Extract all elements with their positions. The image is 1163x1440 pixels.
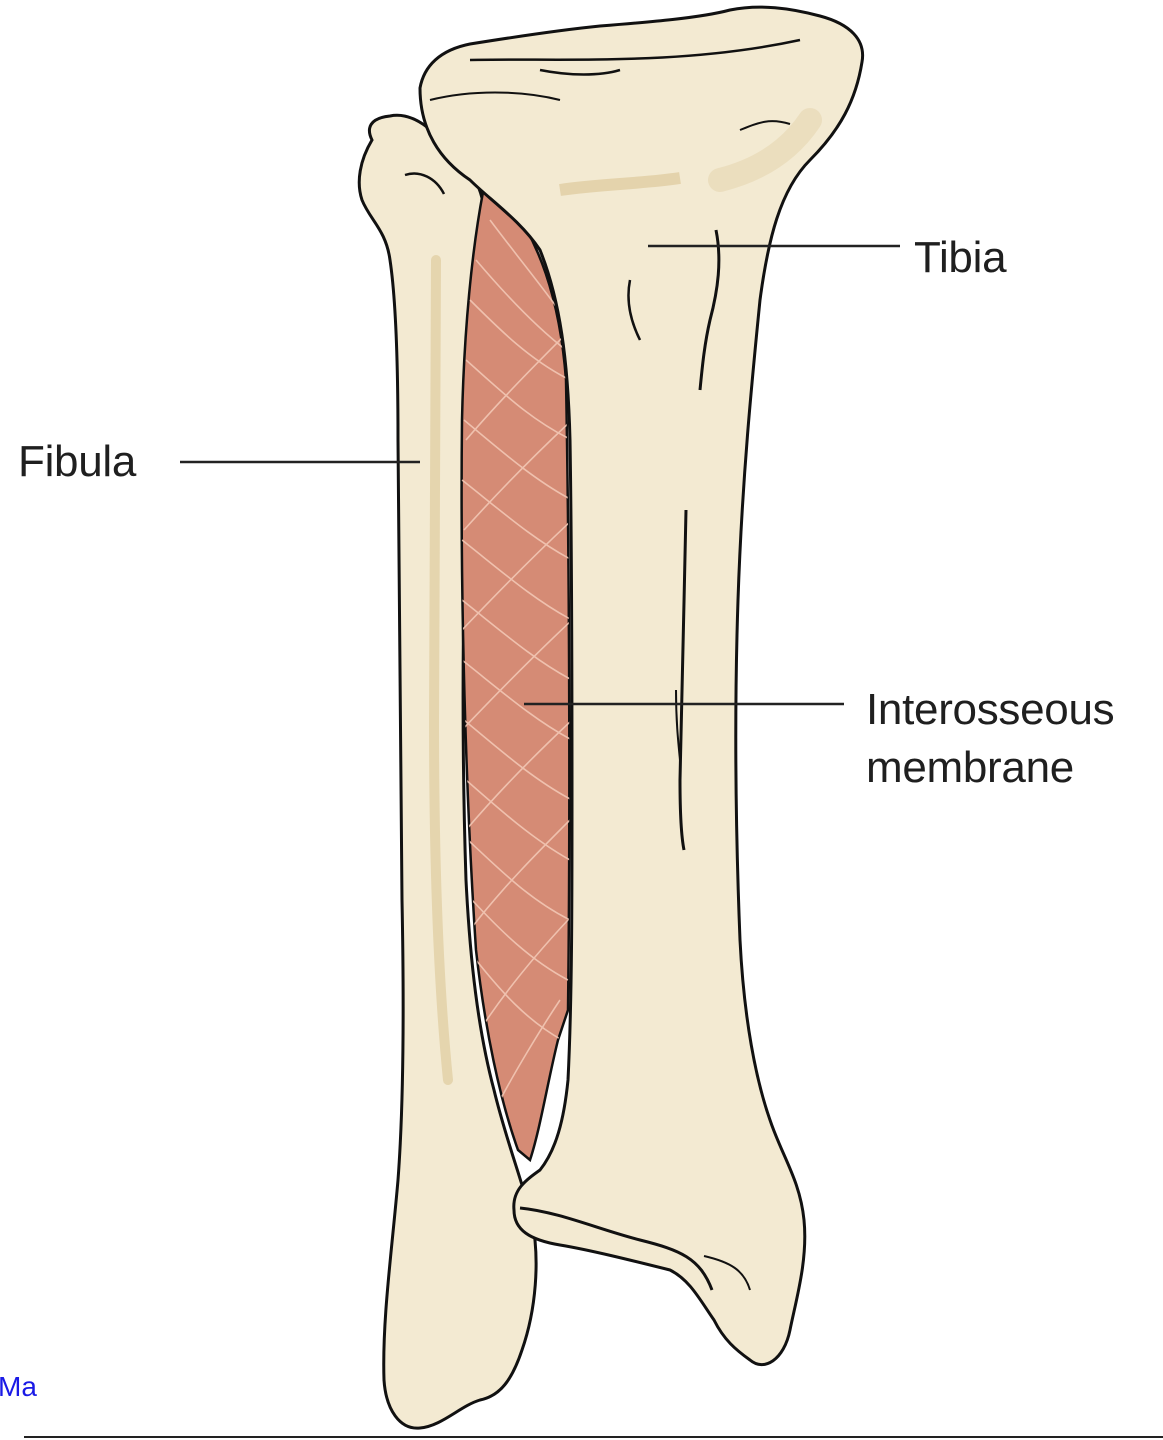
membrane-label-line1: Interosseous	[866, 684, 1114, 736]
tibia-label: Tibia	[914, 232, 1006, 284]
membrane-label-line2: membrane	[866, 742, 1074, 794]
partial-link[interactable]: Ma	[0, 1370, 37, 1404]
fibula-label: Fibula	[18, 436, 136, 488]
bottom-divider	[24, 1436, 1163, 1438]
